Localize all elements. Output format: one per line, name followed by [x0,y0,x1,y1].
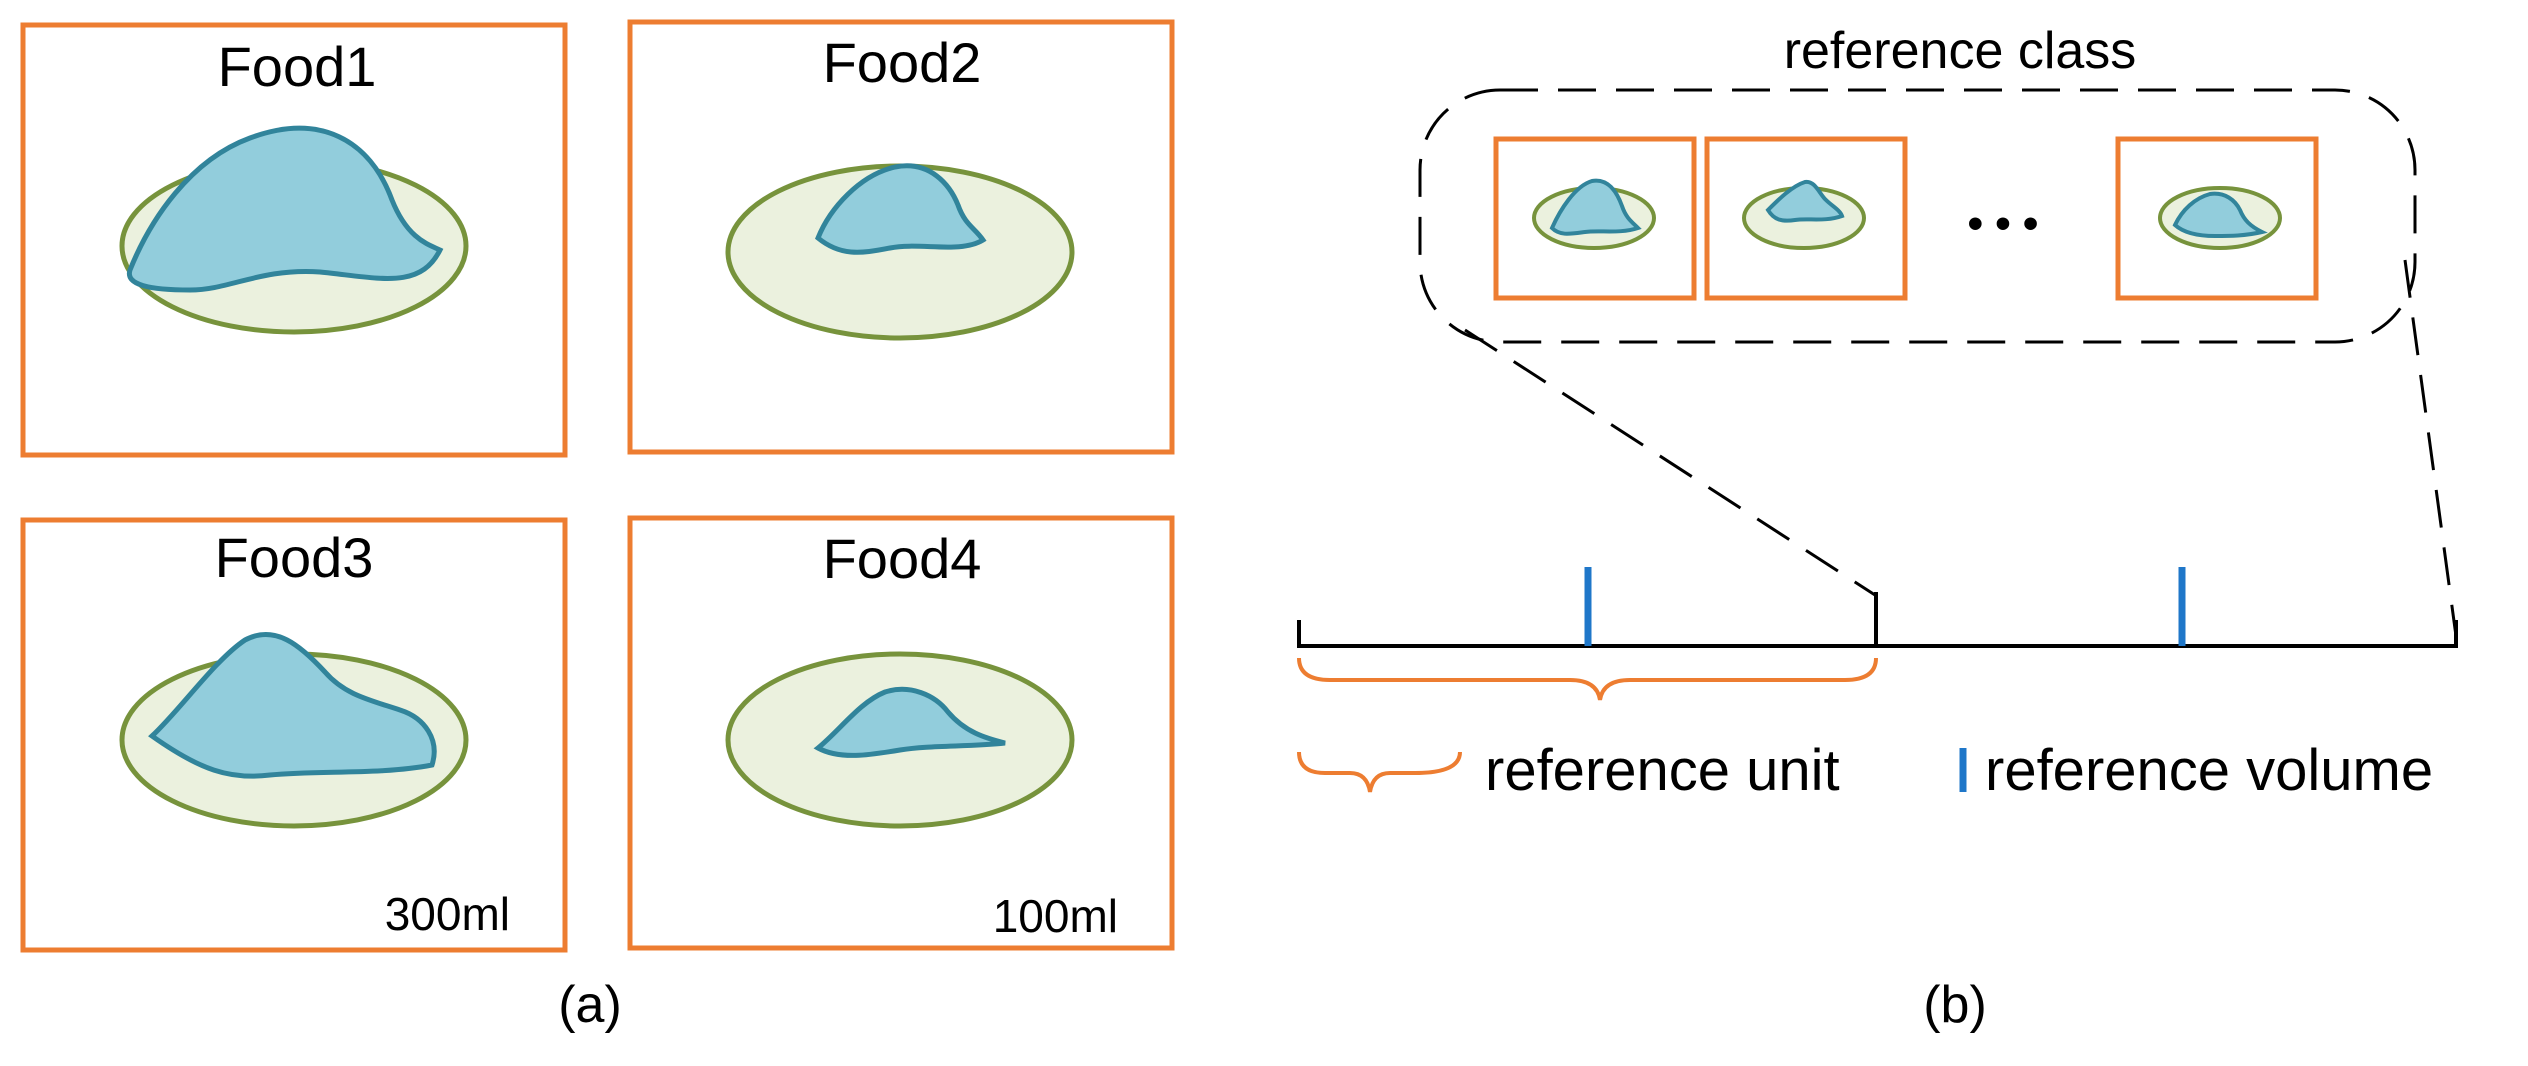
reference-sample-n-food [2172,191,2268,239]
food-box-1: Food1 [20,22,568,458]
panel-b-caption: (b) [1923,976,1987,1034]
food-box-3: Food3 300ml [20,517,568,953]
panel-a-caption: (a) [558,976,622,1034]
food-box-2-title: Food2 [823,31,982,94]
reference-sample-2-food [1765,179,1845,223]
reference-unit-brace [1297,657,1878,701]
food-box-1-title: Food1 [218,35,377,98]
reference-ellipsis: • • • [1968,199,2039,248]
food-box-4-title: Food4 [823,527,982,590]
legend: reference unit reference volume [1297,738,2433,803]
legend-brace-icon [1297,751,1462,793]
reference-sample-2 [1704,136,1908,301]
food-shape-2 [814,163,987,255]
reference-class-outline [1418,88,2417,344]
food-shape-4 [813,686,1006,758]
food-box-3-volume: 300ml [385,888,510,940]
zoom-line-left [1464,328,1876,597]
food-box-4-volume: 100ml [993,890,1118,942]
legend-reference-volume-label: reference volume [1985,738,2433,803]
reference-sample-n [2115,136,2319,301]
food-box-4: Food4 100ml [627,515,1175,951]
reference-sample-1 [1493,136,1697,301]
panel-a: Food1 Food2 Food3 300ml Food4 100ml (a) [20,19,1175,1034]
zoom-line-right [2403,259,2458,637]
reference-sample-1-food [1549,178,1642,236]
reference-class-label: reference class [1784,22,2137,80]
food-box-2: Food2 [627,19,1175,455]
food-shape-3 [148,632,437,779]
legend-reference-unit-label: reference unit [1485,738,1840,803]
food-box-3-title: Food3 [215,526,374,589]
panel-b: reference class • • • [1297,22,2458,1034]
reference-sample-2-frame [1704,136,1908,301]
